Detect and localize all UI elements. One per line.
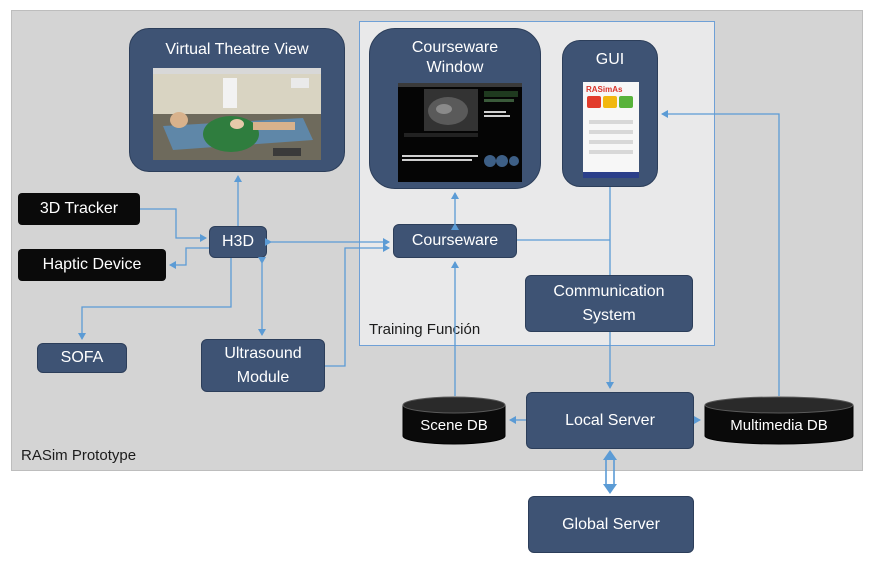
virtual-theatre-view-title: Virtual Theatre View bbox=[165, 41, 309, 58]
gui-footer-bar bbox=[583, 172, 639, 178]
haptic-device-node: Haptic Device bbox=[18, 249, 166, 281]
multimedia-db-label: Multimedia DB bbox=[730, 416, 828, 434]
gui-title: GUI bbox=[595, 51, 625, 68]
h3d-to-sofa-arrow bbox=[78, 258, 232, 340]
local-server-node: Local Server bbox=[526, 392, 694, 449]
tracker-to-h3d-arrow bbox=[140, 208, 207, 242]
gui-tile-red bbox=[587, 96, 601, 108]
gui-field-2 bbox=[589, 130, 633, 134]
scene-db-shape bbox=[402, 396, 506, 445]
courseware-window-screenshot bbox=[398, 83, 522, 182]
multimedia-to-gui-arrow bbox=[661, 110, 780, 396]
gui-field-4 bbox=[589, 150, 633, 154]
rasim-prototype-label: RASim Prototype bbox=[21, 447, 137, 464]
local-global-double-arrow bbox=[605, 458, 615, 486]
scene-db-label: Scene DB bbox=[420, 416, 488, 434]
h3d-node: H3D bbox=[209, 226, 267, 258]
h3d-to-haptic-arrow bbox=[169, 247, 209, 269]
training-function-label: Training Función bbox=[369, 321, 481, 338]
gui-logo: RASimAs bbox=[586, 85, 623, 94]
courseware-window-title: Courseware Window bbox=[411, 39, 499, 76]
communication-system-node: Communication System bbox=[525, 275, 693, 332]
virtual-theatre-screenshot bbox=[153, 68, 321, 160]
gui-field-3 bbox=[589, 140, 633, 144]
global-server-node: Global Server bbox=[528, 496, 694, 553]
3d-tracker-node: 3D Tracker bbox=[18, 193, 140, 225]
gui-screenshot: RASimAs bbox=[583, 82, 639, 178]
gui-tile-yellow bbox=[603, 96, 617, 108]
multimedia-db-shape bbox=[704, 396, 854, 445]
sofa-node: SOFA bbox=[37, 343, 127, 373]
ultrasound-to-courseware-arrow bbox=[325, 244, 390, 367]
gui-field-1 bbox=[589, 120, 633, 124]
ultrasound-module-node: Ultrasound Module bbox=[201, 339, 325, 392]
gui-tile-green bbox=[619, 96, 633, 108]
